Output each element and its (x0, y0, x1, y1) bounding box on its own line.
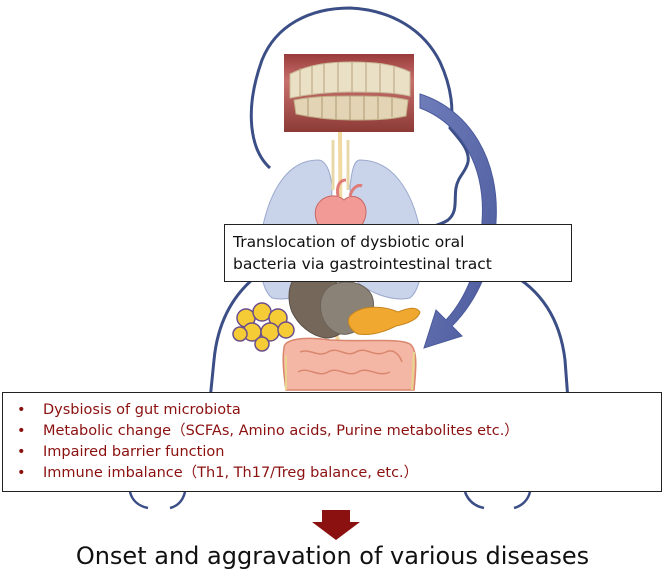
intestine (282, 337, 417, 391)
callout-line-2: bacteria via gastrointestinal tract (233, 255, 492, 273)
trachea (331, 140, 350, 190)
effect-label: Metabolic change（SCFAs, Amino acids, Pur… (43, 423, 519, 439)
teeth-photo (284, 54, 414, 132)
effects-list: • Dysbiosis of gut microbiota • Metabolic … (13, 400, 651, 484)
list-item: • Impaired barrier function (13, 442, 651, 463)
down-arrow (312, 510, 360, 540)
gut-effects-box: • Dysbiosis of gut microbiota • Metabolic … (2, 392, 662, 492)
effect-label: Impaired barrier function (43, 444, 225, 460)
adipose-tissue (232, 302, 295, 352)
list-item: • Dysbiosis of gut microbiota (13, 400, 651, 421)
bullet-icon: • (17, 423, 26, 439)
list-item: • Immune imbalance（Th1, Th17/Treg balance… (13, 463, 651, 484)
curved-arrow (419, 93, 497, 349)
bullet-icon: • (17, 465, 26, 481)
pancreas (347, 306, 421, 335)
bullet-icon: • (17, 402, 26, 418)
silhouette-lower-left (128, 491, 187, 510)
effect-label: Dysbiosis of gut microbiota (43, 402, 241, 418)
conclusion-text: Onset and aggravation of various disease… (75, 542, 590, 570)
translocation-callout: Translocation of dysbiotic oral bacteria… (224, 224, 572, 282)
effect-label: Immune imbalance（Th1, Th17/Treg balance,… (43, 465, 419, 481)
silhouette-lower-right (463, 491, 532, 510)
list-item: • Metabolic change（SCFAs, Amino acids, Pu… (13, 421, 651, 442)
callout-line-1: Translocation of dysbiotic oral (233, 233, 465, 251)
bullet-icon: • (17, 444, 26, 460)
